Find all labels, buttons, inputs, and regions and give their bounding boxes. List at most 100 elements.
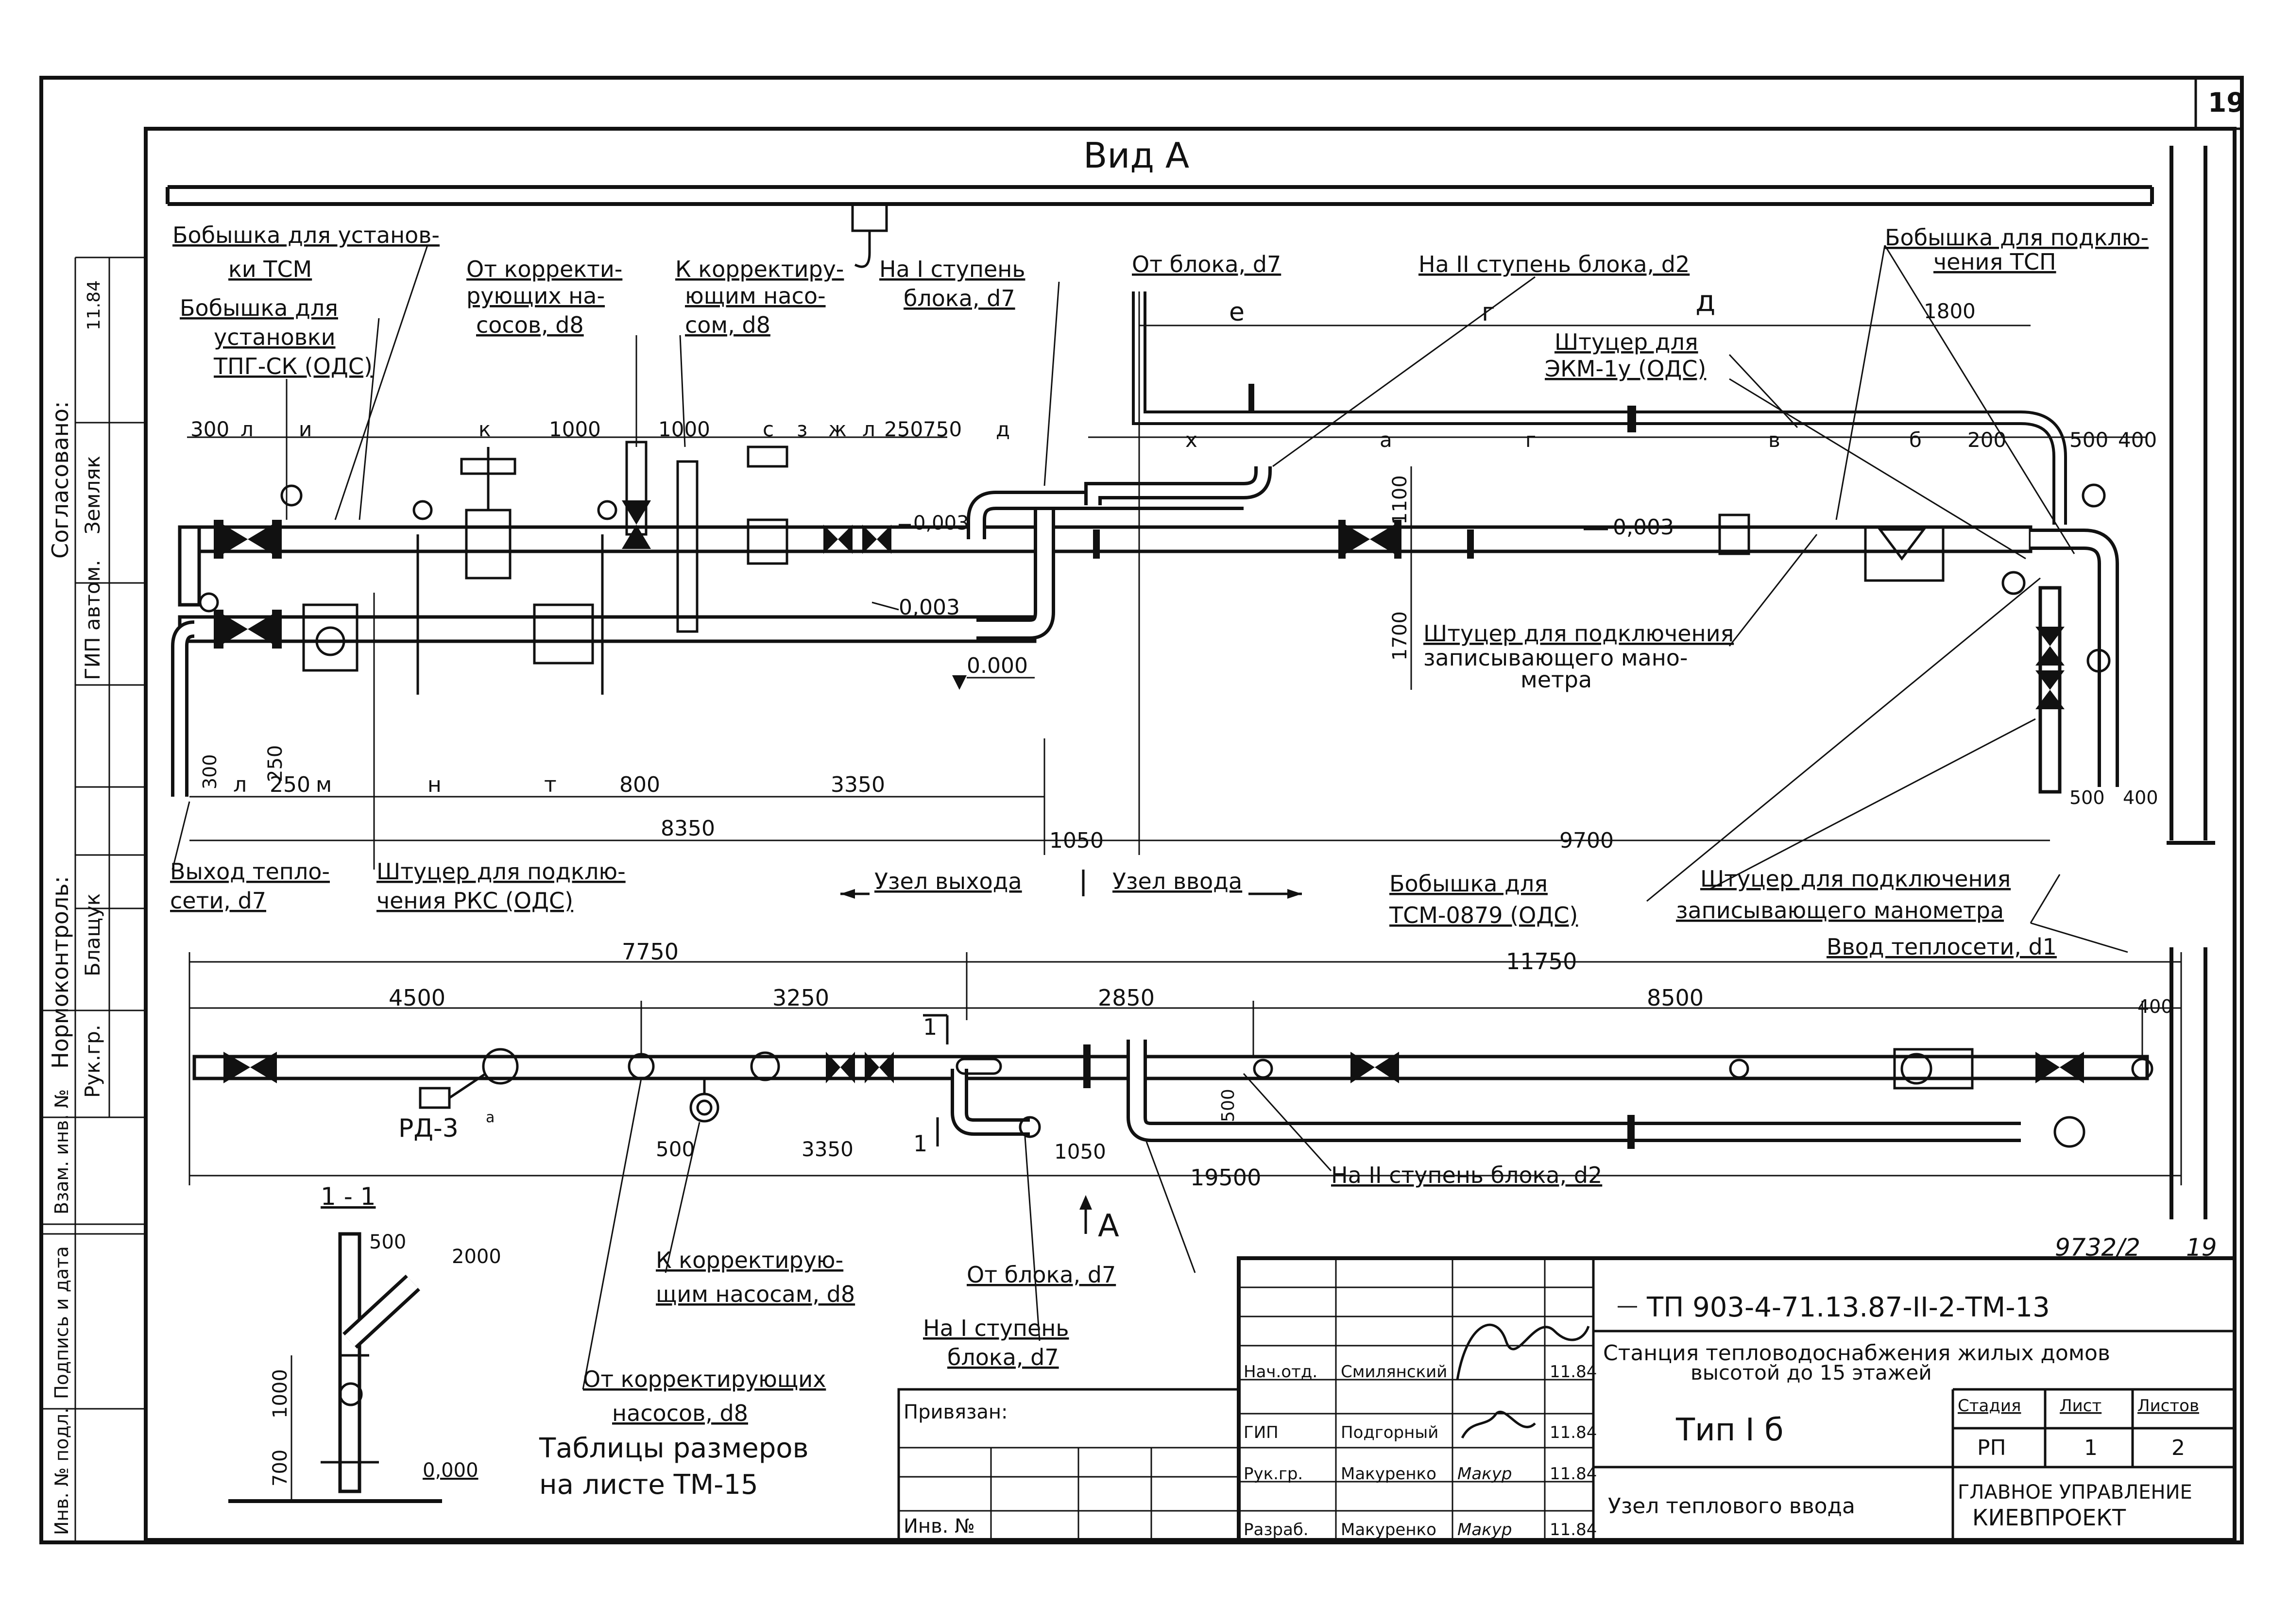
lbl-boss-tsp-1: Бобышка для подклю- [1885, 224, 2149, 251]
stamp-gip-name: Земляк [81, 456, 104, 534]
plan-dim-2-2: 2850 [1098, 985, 1155, 1011]
tb-row3-date: 11.84 [1550, 1520, 1597, 1539]
dim-top-1: л [240, 417, 254, 441]
tb-row0-name: Смилянский [1341, 1362, 1447, 1382]
dim-vert-1100: 1100 [1389, 475, 1411, 525]
view-a-title: Вид А [1083, 135, 1189, 176]
dim-top-2: и [299, 417, 312, 441]
plan-view: 7750 11750 4500 3250 2850 8500 400 500 3… [188, 939, 2207, 1426]
dim-top-12: д [996, 417, 1010, 441]
tb-org-1: ГЛАВНОЕ УПРАВЛЕНИЕ [1958, 1481, 2192, 1504]
plan-lbl-from-pumps-2: насосов, d8 [612, 1400, 748, 1426]
lbl-stage1-1: На I ступень [879, 256, 1025, 282]
plan-dim-low-1: 3350 [802, 1137, 854, 1161]
dim-top-11: 750 [923, 417, 962, 441]
lbl-fitting-rks-2: чения РКС (ОДС) [376, 888, 573, 914]
tb-org-2: КИЕВПРОЕКТ [1972, 1504, 2126, 1531]
valve-vertical-right [2035, 627, 2065, 709]
plan-valves [223, 1052, 2084, 1083]
title-block: 9732/2 19 Привязан: Инв. № [897, 1233, 2237, 1542]
lbl-boss-tpg-2: установки [214, 324, 336, 350]
stamp-agreed: Согласовано: [47, 401, 73, 559]
dim-upper-1: г [1482, 298, 1495, 327]
side-stamp: Согласовано: ГИП автом. Земляк 11.84 Нор… [41, 256, 146, 1542]
dim-top-16: в [1768, 428, 1780, 452]
lbl-fitting-ekm-2: ЭКМ-1у (ОДС) [1545, 356, 1706, 382]
lbl-boss-tpg-3: ТПГ-СК (ОДС) [213, 353, 373, 379]
tb-sheets: 2 [2171, 1436, 2185, 1460]
tb-stage: РП [1977, 1436, 2006, 1460]
plan-dim-top-1: 11750 [1506, 948, 1577, 974]
dim-top-4: 1000 [549, 417, 601, 441]
section-dim-3: 700 [269, 1450, 291, 1487]
dim-top-0: 300 [190, 417, 229, 441]
slope-upper-right: 0,003 [1613, 515, 1674, 540]
tb-name-2: высотой до 15 этажей [1691, 1361, 1932, 1385]
dim-bottom-3: м [316, 772, 332, 797]
stamp-rukgr: Рук.гр. [81, 1025, 104, 1098]
lbl-boss-tsm0879-2: ТСМ-0879 (ОДС) [1389, 902, 1578, 928]
tb-inv: Инв. № [904, 1515, 975, 1538]
tb-sheets-h: Листов [2137, 1396, 2199, 1416]
lbl-from-corr-2: рующих на- [466, 283, 605, 309]
lbl-fitting-man-1: Штуцер для подключения [1423, 620, 1734, 647]
tb-row2-date: 11.84 [1550, 1464, 1597, 1484]
dim-top-6: с [763, 417, 774, 441]
dim-top-19: 500 [2069, 428, 2108, 452]
total-left: 8350 [661, 816, 715, 841]
stamp-normcontrol: Нормоконтроль: [47, 876, 73, 1069]
valve-pair-mid [823, 525, 891, 554]
lbl-fitting-man-2: записывающего мано- [1423, 645, 1688, 671]
plan-lbl-from-block: От блока, d7 [967, 1262, 1116, 1288]
lbl-fitting-rec-1: Штуцер для подключения [1700, 866, 2011, 892]
tb-row3-role: Разраб. [1244, 1520, 1309, 1539]
dim-bottom-2: 250 [270, 772, 310, 797]
tb-row1-role: ГИП [1244, 1423, 1279, 1442]
plan-dim-2-0: 4500 [389, 985, 445, 1011]
dim-top-9: л [862, 417, 875, 441]
tb-row2-name: Макуренко [1341, 1464, 1436, 1484]
stamp-gip: ГИП автом. [81, 560, 104, 680]
tb-bound: Привязан: [904, 1401, 1008, 1423]
valve-upper-mid [1338, 520, 1401, 559]
dim-bottom-7: 3350 [831, 772, 885, 797]
tb-row3-sign: Макур [1457, 1520, 1512, 1539]
lbl-stage2: На II ступень блока, d2 [1418, 251, 1690, 277]
tb-row3-name: Макуренко [1341, 1520, 1436, 1539]
lbl-from-corr-1: От корректи- [466, 256, 622, 282]
plan-lbl-stage2: На II ступень блока, d2 [1331, 1162, 1602, 1188]
plan-dim-low-0: 500 [656, 1137, 695, 1161]
plan-section-mark-bottom: 1 [913, 1130, 927, 1157]
total-mid: 1050 [1049, 828, 1104, 853]
total-right: 9700 [1559, 828, 1614, 853]
dim-bottom-5: т [544, 772, 557, 797]
lbl-boss-tsp-2: чения ТСП [1933, 249, 2056, 275]
tb-row1-date: 11.84 [1550, 1423, 1597, 1442]
dim-bottom-6: 800 [619, 772, 660, 797]
dim-bottom-0: 300 [199, 754, 221, 789]
right-bottom-1: 400 [2123, 787, 2158, 808]
section-1-1: 1 - 1 500 2000 1000 700 0,000 Таблицы ра… [228, 1182, 809, 1503]
dim-vert-250: 250 [264, 745, 287, 782]
signature-mark-2 [1461, 1410, 1536, 1439]
stamp-sign-date: Подпись и дата [51, 1246, 72, 1399]
tb-row0-date: 11.84 [1550, 1362, 1597, 1382]
dim-upper-0: е [1229, 298, 1245, 327]
dim-top-8: ж [828, 417, 847, 441]
plan-total: 19500 [1190, 1164, 1261, 1191]
lbl-boss-tsm0879-1: Бобышка для [1389, 871, 1548, 897]
lbl-to-corr-2: ющим насо- [685, 283, 826, 309]
lbl-fitting-ekm-1: Штуцер для [1554, 329, 1698, 355]
slope-upper-left: 0,003 [913, 512, 969, 534]
lbl-fitting-rks-1: Штуцер для подклю- [376, 858, 626, 885]
signature-mark [1456, 1323, 1590, 1380]
tb-row2-role: Рук.гр. [1244, 1464, 1303, 1484]
lbl-exit-1: Выход тепло- [170, 858, 330, 885]
lbl-input: Ввод теплосети, d1 [1827, 934, 2057, 960]
plan-dim-low-2: 1050 [1054, 1140, 1106, 1163]
tb-row0-role: Нач.отд. [1244, 1362, 1317, 1382]
lbl-from-corr-3: сосов, d8 [476, 312, 584, 338]
tb-sheet-h: Лист [2060, 1396, 2101, 1416]
